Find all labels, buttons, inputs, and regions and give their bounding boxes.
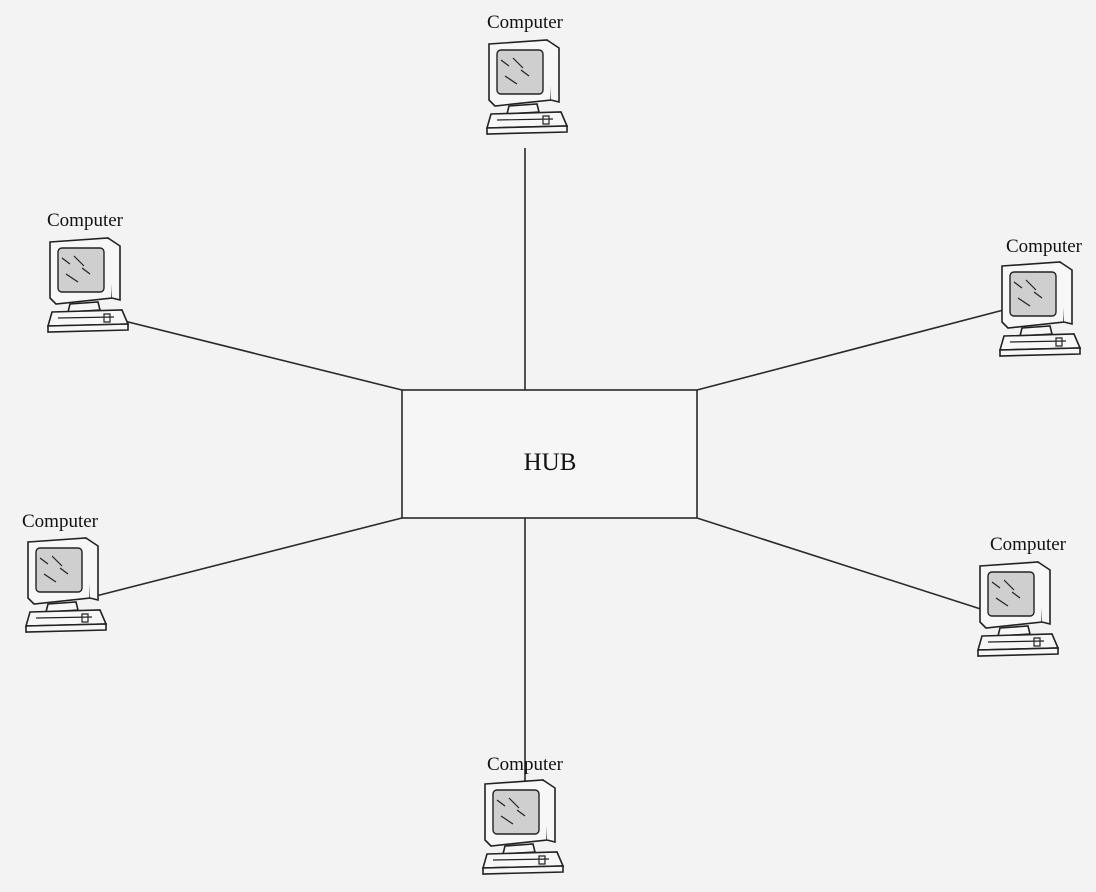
computer-label: Computer [990, 534, 1067, 555]
desktop-computer-icon [486, 39, 568, 135]
link-lower-right [696, 517, 991, 613]
computer-upper-left: Computer [47, 210, 129, 333]
link-upper-left [119, 319, 403, 391]
desktop-computer-icon [482, 779, 564, 875]
link-upper-right [696, 306, 1016, 391]
desktop-computer-icon [47, 237, 129, 333]
computer-label: Computer [22, 511, 99, 532]
hub-label: HUB [524, 449, 577, 476]
computer-label: Computer [1006, 236, 1083, 257]
computer-upper-right: Computer [999, 236, 1083, 357]
link-lower-left [91, 517, 403, 598]
computer-top: Computer [486, 12, 568, 135]
computer-label: Computer [487, 754, 564, 775]
hub: HUB [401, 389, 698, 519]
desktop-computer-icon [25, 537, 107, 633]
hub-box [401, 389, 698, 519]
computer-bottom: Computer [482, 754, 564, 875]
computer-lower-right: Computer [977, 534, 1067, 657]
computer-label: Computer [487, 12, 564, 33]
computer-label: Computer [47, 210, 124, 231]
computer-lower-left: Computer [22, 511, 107, 633]
desktop-computer-icon [977, 561, 1059, 657]
desktop-computer-icon [999, 261, 1081, 357]
